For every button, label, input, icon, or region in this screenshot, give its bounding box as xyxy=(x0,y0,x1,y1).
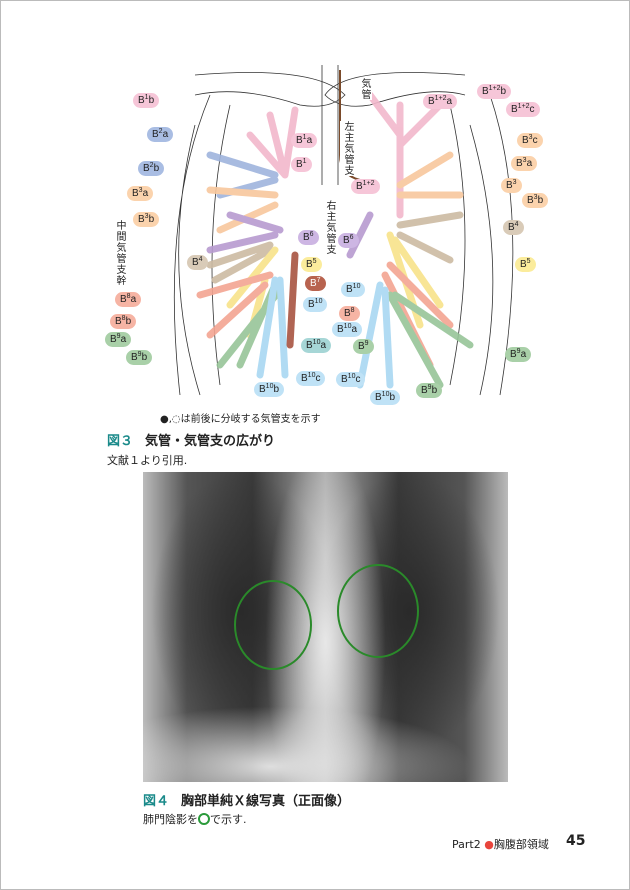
segment-label-12: B6 xyxy=(298,230,319,245)
segment-label-20: B1+2a xyxy=(423,94,458,109)
segment-label-11: B1 xyxy=(291,157,312,172)
segment-label-18: B10b xyxy=(254,382,285,397)
segment-label-26: B4 xyxy=(503,220,524,235)
figure4-number: 図４ xyxy=(143,794,170,809)
segment-label-29: B6 xyxy=(338,233,359,248)
figure3-caption: 図３ 気管・気管支の広がり xyxy=(107,430,275,449)
segment-label-9: B9b xyxy=(126,350,153,365)
segment-label-19: B1+2b xyxy=(477,84,512,99)
segment-label-5: B4 xyxy=(187,255,208,270)
segment-label-31: B8 xyxy=(339,306,360,321)
diagram-note: ●,◌は前後に分岐する気管支を示す xyxy=(160,414,321,425)
segment-label-21: B1+2c xyxy=(506,102,540,117)
segment-label-8: B9a xyxy=(105,332,132,347)
segment-label-30: B10 xyxy=(341,282,366,297)
label-intermediate-bronchus: 中間気管支幹 xyxy=(112,220,127,286)
segment-label-35: B10b xyxy=(370,390,401,405)
footer-section: Part2 ●胸腹部領域 xyxy=(452,836,549,852)
label-right-main-bronchus: 右主気管支 xyxy=(322,200,337,255)
bullet-icon: ● xyxy=(484,838,494,851)
label-trachea: 気管 xyxy=(357,78,372,100)
segment-label-34: B10c xyxy=(336,372,366,387)
segment-label-10: B1a xyxy=(291,133,318,148)
figure4-caption: 図４ 胸部単純Ｘ線写真（正面像） xyxy=(143,790,350,809)
bronchial-tree-drawing xyxy=(173,65,514,396)
label-left-main-bronchus: 左主気管支 xyxy=(340,121,355,176)
segment-label-16: B10a xyxy=(301,338,332,353)
desc-text: 肺門陰影を xyxy=(143,813,198,826)
segment-label-22: B3c xyxy=(517,133,543,148)
footer-section-title: 胸腹部領域 xyxy=(493,838,549,851)
footer-part: Part2 xyxy=(452,838,481,851)
page-number: 45 xyxy=(566,833,586,849)
segment-label-24: B3 xyxy=(501,178,522,193)
segment-label-4: B3b xyxy=(133,212,160,227)
desc-text-end: で示す. xyxy=(210,813,247,826)
segment-label-6: B8a xyxy=(115,292,142,307)
chest-xray-image xyxy=(143,472,508,782)
segment-label-25: B3b xyxy=(522,193,549,208)
figure4-title: 胸部単純Ｘ線写真（正面像） xyxy=(181,794,351,809)
segment-label-36: B9a xyxy=(505,347,532,362)
figure4-description: 肺門陰影をで示す. xyxy=(143,811,247,827)
segment-label-2: B2b xyxy=(138,161,165,176)
green-circle-icon xyxy=(198,813,210,825)
figure3-title: 気管・気管支の広がり xyxy=(145,434,276,449)
left-hilum-circle xyxy=(234,580,312,670)
segment-label-37: B9b xyxy=(416,383,443,398)
segment-label-23: B3a xyxy=(511,156,538,171)
segment-label-33: B9 xyxy=(353,339,374,354)
figure3-source: 文献１より引用. xyxy=(107,454,188,467)
segment-label-14: B7 xyxy=(305,276,326,291)
right-hilum-circle xyxy=(337,564,419,658)
segment-label-32: B10a xyxy=(332,322,363,337)
segment-label-27: B5 xyxy=(515,257,536,272)
figure3-number: 図３ xyxy=(107,434,134,449)
segment-label-0: B1b xyxy=(133,93,160,108)
segment-label-15: B10 xyxy=(303,297,328,312)
segment-label-3: B3a xyxy=(127,186,154,201)
segment-label-7: B8b xyxy=(110,314,137,329)
segment-label-13: B5 xyxy=(301,257,322,272)
segment-label-17: B10c xyxy=(296,371,326,386)
segment-label-1: B2a xyxy=(147,127,174,142)
segment-label-28: B1+2 xyxy=(351,179,380,194)
